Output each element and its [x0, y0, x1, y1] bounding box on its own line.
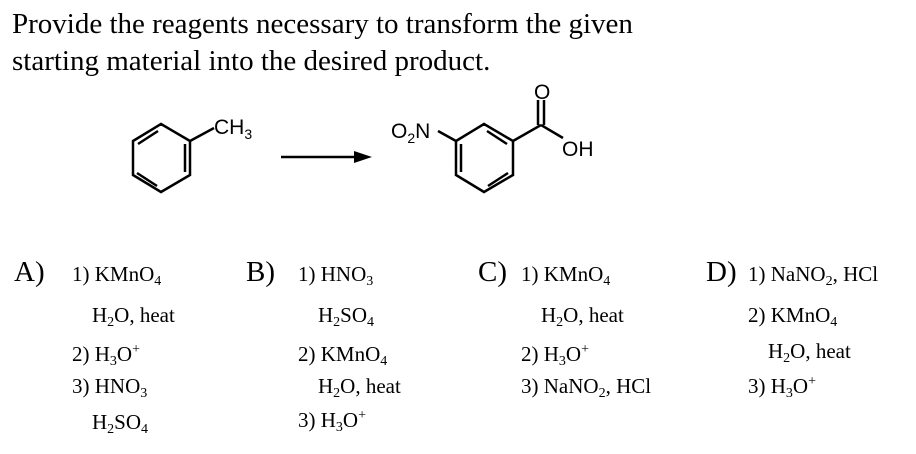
product-ring: [437, 100, 564, 194]
ch3-label: CH3: [214, 116, 252, 142]
hydroxyl-label: OH: [562, 138, 594, 161]
question-line-1: Provide the reagents necessary to transf…: [12, 8, 633, 40]
option-d-step-3: 3) H3O+: [748, 374, 816, 401]
option-b-step-1: 1) HNO3: [298, 262, 374, 289]
option-c-step-3: 3) NaNO2, HCl: [521, 374, 652, 401]
option-c-step-2: 2) H3O+: [521, 342, 589, 369]
option-a-step-3b: H2SO4: [92, 410, 149, 437]
toluene-ring: [131, 122, 215, 194]
option-c-step-1: 1) KMnO4: [521, 262, 611, 289]
option-a-step-1b: H2O, heat: [92, 303, 175, 330]
option-d-step-1: 1) NaNO2, HCl: [748, 262, 879, 289]
reaction-arrow: [281, 151, 372, 163]
option-d-step-2: 2) KMnO4: [748, 303, 838, 330]
question-text: Provide the reagents necessary to transf…: [12, 6, 892, 80]
option-a-letter: A): [14, 256, 45, 288]
option-a-step-3: 3) HNO3: [72, 374, 148, 401]
option-b[interactable]: B) 1) HNO3 H2SO4 2) KMnO4 H2O, heat 3) H…: [246, 256, 446, 438]
option-b-step-2: 2) KMnO4: [298, 342, 388, 369]
option-b-step-1b: H2SO4: [318, 303, 375, 330]
option-b-letter: B): [246, 256, 275, 288]
reaction-scheme: CH3 O2N O OH: [131, 81, 594, 194]
carbonyl-o-label: O: [534, 81, 550, 104]
option-a[interactable]: A) 1) KMnO4 H2O, heat 2) H3O+ 3) HNO3 H2…: [14, 256, 214, 438]
option-d-letter: D): [706, 256, 737, 288]
option-c[interactable]: C) 1) KMnO4 H2O, heat 2) H3O+ 3) NaNO2, …: [478, 256, 688, 408]
question-line-2: starting material into the desired produ…: [12, 45, 491, 77]
option-c-letter: C): [478, 256, 507, 288]
option-d-step-2b: H2O, heat: [768, 339, 851, 366]
option-b-step-3: 3) H3O+: [298, 408, 366, 435]
option-b-step-2b: H2O, heat: [318, 374, 401, 401]
option-a-step-1: 1) KMnO4: [72, 262, 162, 289]
option-a-step-2: 2) H3O+: [72, 342, 140, 369]
nitro-label: O2N: [391, 120, 430, 146]
option-d[interactable]: D) 1) NaNO2, HCl 2) KMnO4 H2O, heat 3) H…: [706, 256, 911, 408]
option-c-step-1b: H2O, heat: [541, 303, 624, 330]
